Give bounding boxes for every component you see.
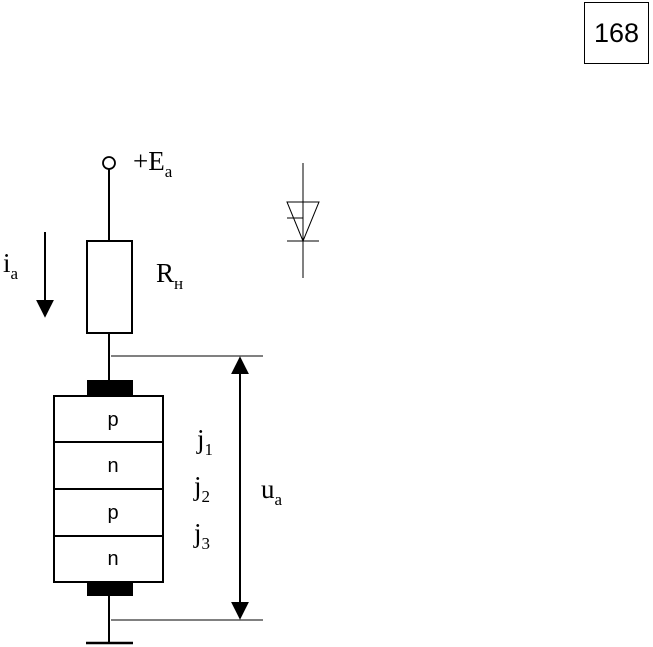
- layer-label-p1: p: [107, 409, 118, 431]
- layer-label-n1: n: [107, 455, 118, 477]
- load-resistor: [86, 240, 133, 334]
- page-number-box: 168: [584, 2, 649, 64]
- supply-label: +Ea: [133, 146, 173, 181]
- pnpn-structure: p n p n: [53, 395, 164, 583]
- anode-contact: [87, 380, 133, 396]
- layer-n1: [53, 441, 164, 490]
- junction-label-j2: j2: [193, 471, 210, 506]
- supply-terminal: [102, 156, 116, 170]
- voltage-label: ua: [261, 474, 283, 509]
- thyristor-symbol-icon: [286, 163, 320, 278]
- layer-label-n2: n: [107, 548, 118, 570]
- layer-label-p2: p: [107, 502, 118, 524]
- resistor-label: Rн: [156, 258, 183, 293]
- current-label: ia: [3, 248, 19, 283]
- layer-p1: [53, 395, 164, 443]
- junction-label-j1: j1: [196, 424, 213, 459]
- junction-label-j3: j3: [193, 518, 210, 553]
- cathode-contact: [87, 582, 133, 596]
